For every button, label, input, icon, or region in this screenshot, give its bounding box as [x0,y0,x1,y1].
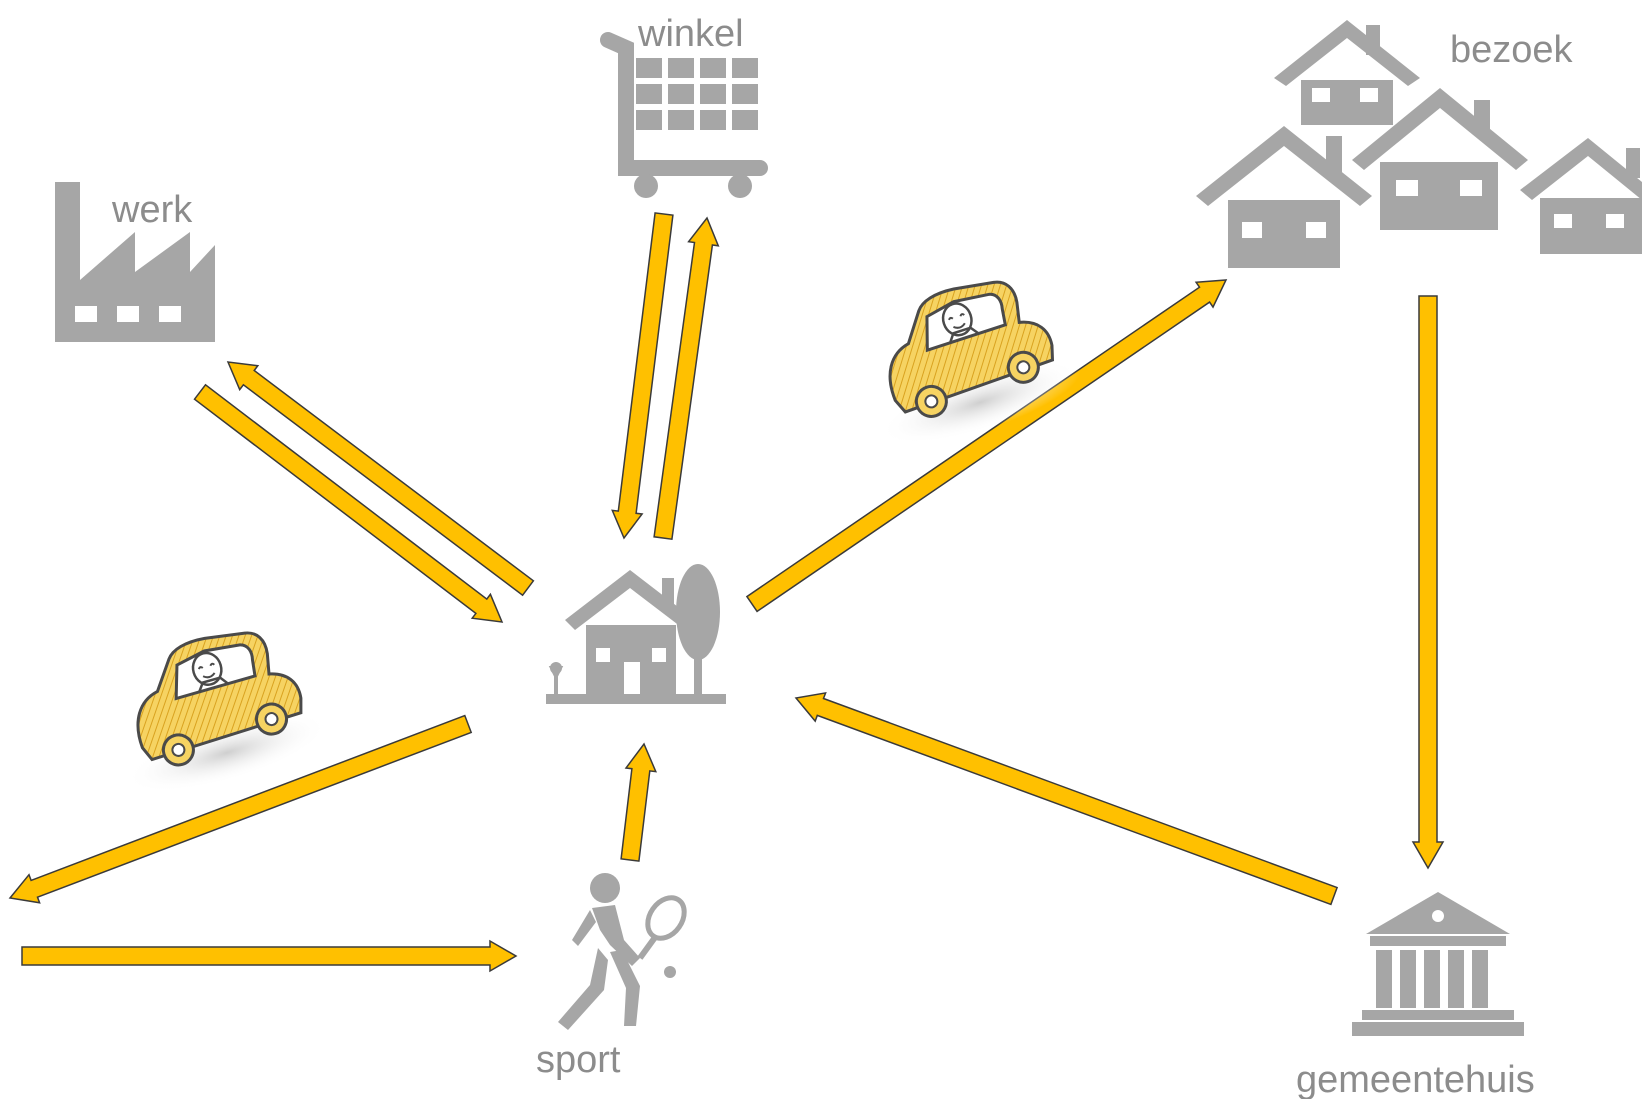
label-winkel: winkel [637,13,744,55]
shopping-cart-icon [600,32,768,198]
car-illustration-right [879,280,1081,445]
label-gemeentehuis: gemeentehuis [1296,1059,1535,1099]
label-bezoek: bezoek [1450,29,1574,71]
arrow-home-to-werk [193,383,504,623]
arrow-bezoek-to-gemeentehuis [1411,295,1445,870]
factory-icon [55,182,215,342]
arrow-home-to-winkel [653,216,720,541]
arrow-sport-to-home [620,742,657,862]
house-with-tree-icon [546,564,726,704]
houses-cluster-icon [1196,20,1642,268]
arrow-group [8,212,1445,973]
arrow-left-to-sport [21,939,518,973]
town-hall-icon [1352,892,1524,1036]
label-werk: werk [111,189,193,231]
arrow-werk-to-home [226,361,535,597]
label-sport: sport [536,1039,621,1081]
car-illustration-left [125,631,329,793]
arrow-winkel-to-home [611,212,674,540]
arrow-home-to-bezoek [745,279,1228,613]
arrow-gemeentehuis-to-home [794,691,1339,906]
tennis-player-icon [558,873,687,1030]
arrow-home-to-left [8,714,473,904]
